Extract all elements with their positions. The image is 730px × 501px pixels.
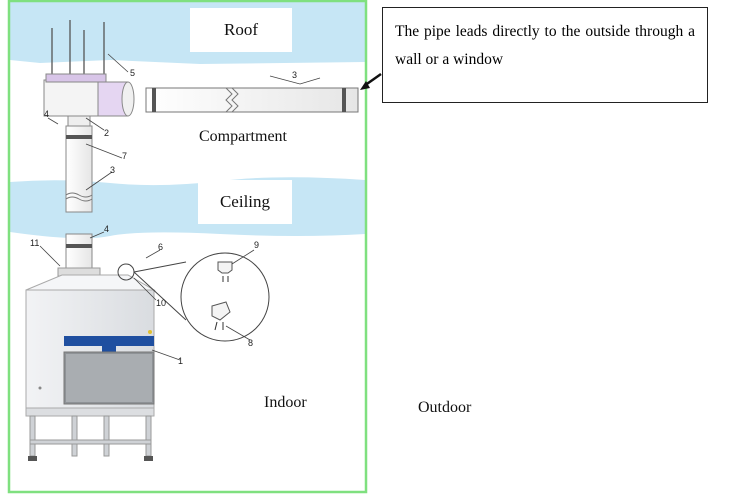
outdoor-label: Outdoor	[418, 399, 472, 416]
part-number: 9	[254, 240, 259, 250]
part-number: 4	[44, 109, 49, 119]
roof-label: Roof	[190, 8, 292, 52]
part-number: 8	[248, 338, 253, 348]
part-number: 1	[178, 356, 183, 366]
part-number: 3	[292, 70, 297, 80]
part-number: 7	[122, 151, 127, 161]
callout-arrow-head	[360, 81, 370, 90]
leader-lines	[39, 53, 321, 361]
part-number: 10	[156, 298, 166, 308]
roof-band	[10, 2, 365, 64]
hanger-rods	[51, 20, 105, 82]
part-number: 2	[104, 128, 109, 138]
part-number: 3	[110, 165, 115, 175]
building-frame	[7, 0, 368, 494]
compartment-label: Compartment	[199, 128, 287, 145]
horizontal-pipe	[145, 87, 359, 113]
part-number: 5	[130, 68, 135, 78]
part-number: 6	[158, 242, 163, 252]
exhaust-fan-unit	[43, 73, 135, 127]
connector-detail	[117, 252, 270, 342]
biosafety-cabinet	[25, 267, 156, 461]
vertical-duct-lower	[65, 233, 93, 275]
callout-box: The pipe leads directly to the outside t…	[382, 7, 708, 103]
callout-text: The pipe leads directly to the outside t…	[395, 23, 695, 68]
ceiling-label: Ceiling	[198, 180, 292, 224]
indoor-label: Indoor	[264, 394, 307, 411]
vertical-duct-upper	[65, 125, 93, 213]
part-number: 4	[104, 224, 109, 234]
ceiling-band	[10, 177, 365, 239]
part-number: 11	[30, 238, 39, 248]
